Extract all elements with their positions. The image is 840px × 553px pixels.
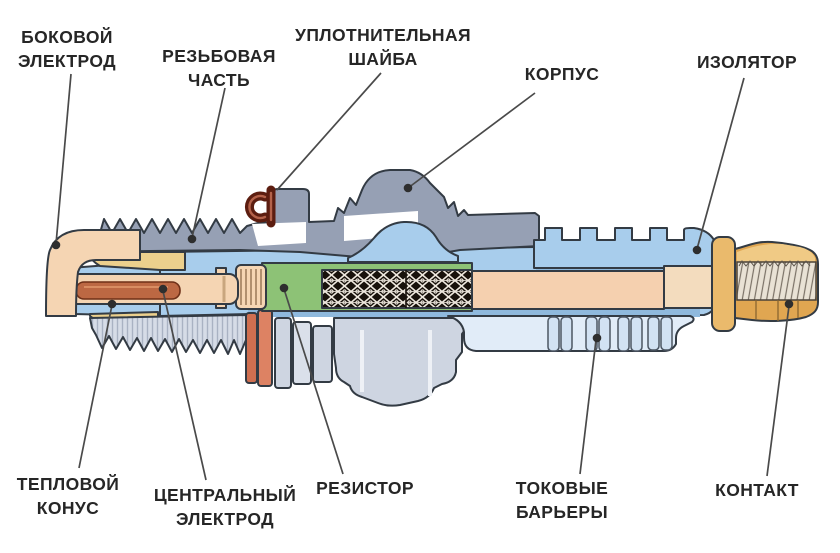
core-end-section (663, 265, 715, 309)
hex-nut (333, 317, 469, 407)
sealing-washer-shape (244, 185, 276, 228)
leader-heat-cone (78, 304, 113, 469)
contact-serration (738, 260, 811, 267)
washer-ring-2 (257, 309, 273, 387)
shell-ring-3 (312, 325, 333, 383)
core-band (261, 262, 715, 312)
dot-housing (403, 183, 413, 193)
shell-ring-2 (292, 321, 312, 385)
label-insulator: ИЗОЛЯТОР (696, 52, 798, 72)
leader-insulator (696, 77, 745, 250)
leader-housing (407, 92, 536, 189)
contact-highlight (737, 243, 815, 262)
leader-resistor (283, 288, 344, 475)
resistor-element (321, 269, 473, 309)
dot-insulator (692, 245, 702, 255)
label-housing: КОРПУС (524, 64, 600, 84)
lower-shell (89, 309, 469, 407)
barrier-ribs (547, 316, 673, 352)
contact-facet-lines (755, 300, 799, 321)
contact-flange (711, 236, 736, 332)
thread-bottom (89, 314, 247, 355)
current-barriers-section (447, 315, 695, 352)
contact-terminal (711, 236, 819, 332)
dot-current-barriers (592, 333, 602, 343)
dot-central-electrode (158, 284, 168, 294)
spline-ridges (240, 269, 262, 305)
dot-threaded-part (187, 234, 197, 244)
leader-threaded-part (191, 87, 226, 239)
housing-and-threads (85, 169, 540, 263)
shell-ring-1 (274, 317, 292, 389)
leader-current-barriers (579, 339, 597, 475)
leader-sealing-washer (276, 72, 382, 191)
leader-lines (51, 72, 794, 481)
core-peach-band (471, 270, 665, 310)
housing-void-left (252, 222, 306, 246)
dot-heat-cone (107, 299, 117, 309)
housing-shape (85, 169, 540, 259)
insulator-shade-band2 (248, 308, 700, 317)
insulator-dome (347, 220, 459, 263)
central-electrode-assembly (53, 264, 267, 310)
leader-central-electrode (162, 290, 207, 481)
dot-side-electrode (51, 240, 61, 250)
insulator-ribbed-top (533, 227, 719, 269)
leader-contact (766, 305, 790, 477)
dot-resistor (279, 283, 289, 293)
dot-contact (784, 299, 794, 309)
contact-knurl (736, 261, 817, 301)
label-contact: КОНТАКТ (715, 480, 799, 500)
leader-side-electrode (55, 73, 72, 245)
label-resistor: РЕЗИСТОР (316, 478, 414, 498)
washer-ring-1 (245, 312, 258, 384)
